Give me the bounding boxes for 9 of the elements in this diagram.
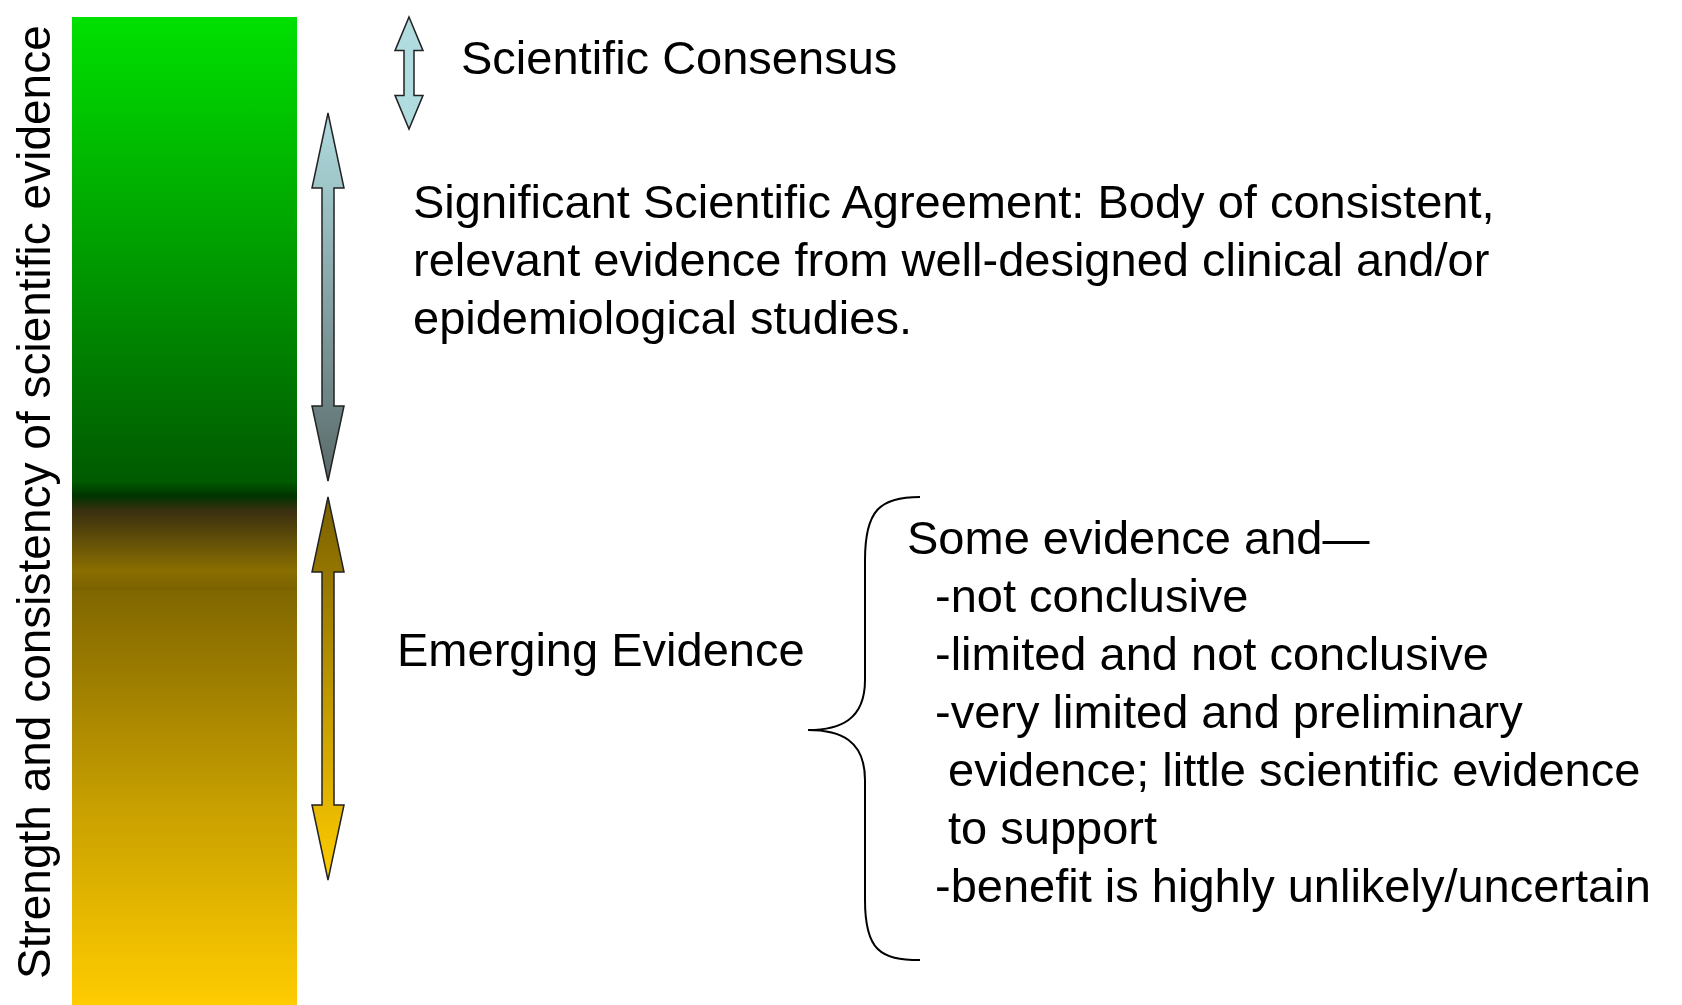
level-label: Scientific Consensus: [461, 30, 898, 86]
axis-label: Strength and consistency of scientific evidence: [8, 24, 60, 982]
list-item: -limited and not conclusive: [935, 626, 1490, 682]
list-item: -benefit is highly unlikely/uncertain: [935, 858, 1651, 914]
list-item: -not conclusive: [935, 568, 1250, 624]
level-description: Significant Scientific Agreement: Body of consistent, relevant evidence from well-designed clinical and/or epidemiological studies.: [413, 174, 1496, 346]
level-label: Emerging Evidence: [397, 622, 805, 678]
list-item: -very limited and preliminary evidence; little scientific evidence to support: [935, 684, 1642, 856]
list-heading: Some evidence and—: [907, 510, 1371, 566]
